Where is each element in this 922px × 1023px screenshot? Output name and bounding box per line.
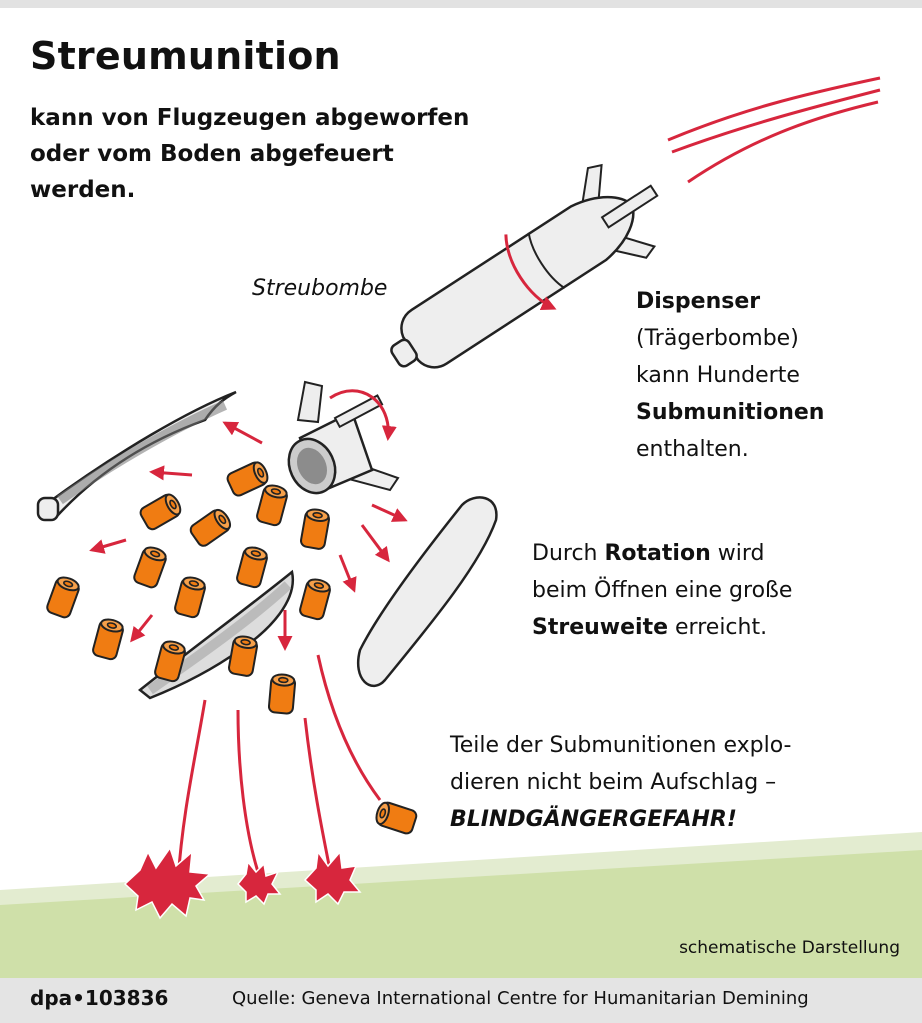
submunition	[44, 573, 83, 621]
blindgaenger-line-2: dieren nicht beim Aufschlag –	[450, 770, 777, 795]
dispenser-line-2: (Trägerbombe)	[636, 326, 799, 351]
submunition	[172, 574, 208, 620]
submunition	[267, 672, 297, 715]
submunition	[131, 543, 170, 591]
subtitle: kann von Flugzeugen abgeworfen oder vom …	[30, 100, 530, 208]
dispersal-arrow	[371, 503, 408, 522]
rotation-keyword: Rotation	[604, 541, 711, 566]
dispenser-line-3: kann Hunderte	[636, 363, 800, 388]
subtitle-line-1: kann von Flugzeugen abgeworfen	[30, 105, 470, 131]
explosion	[236, 860, 282, 906]
blindgaenger-line-1: Teile der Submunitionen explo-	[450, 733, 792, 758]
rotation-line-1: Durch Rotation wird	[532, 535, 792, 572]
explosion	[123, 846, 212, 920]
streuweite-keyword: Streuweite	[532, 615, 669, 640]
motion-trail	[671, 88, 881, 154]
blindgaenger-text: Teile der Submunitionen explo- dieren ni…	[450, 727, 792, 838]
rotation-text: Durch Rotation wird beim Öffnen eine gro…	[532, 535, 792, 646]
submunition	[297, 576, 333, 622]
dud-submunition	[372, 799, 419, 836]
subtitle-line-2: oder vom Boden abgefeuert	[30, 141, 394, 167]
streubombe-label: Streubombe	[252, 276, 388, 301]
dispenser-bomb	[390, 163, 659, 369]
submunition	[234, 544, 270, 590]
dispenser-line-5: enthalten.	[636, 437, 749, 462]
rotation-line-2: beim Öffnen eine große	[532, 578, 793, 603]
dpa-id: dpa•103836	[30, 986, 169, 1010]
fall-trajectory	[236, 709, 260, 873]
rotation-line-3: Streuweite erreicht.	[532, 609, 792, 646]
dispenser-line-1: Dispenser	[636, 289, 761, 314]
submunition	[187, 505, 235, 550]
dispersal-arrow	[149, 465, 193, 481]
rotation-line-1-post: wird	[710, 541, 765, 566]
opened-dispenser-tail	[287, 380, 400, 495]
footer-bar	[0, 978, 922, 1023]
casing-half-right	[357, 496, 498, 687]
rotation-line-3-post: erreicht.	[668, 615, 768, 640]
subtitle-line-3: werden.	[30, 177, 136, 203]
top-bar	[0, 0, 922, 8]
dispersal-arrow	[222, 421, 263, 445]
dispenser-line-4: Submunitionen	[636, 400, 825, 425]
dispenser-text: Dispenser (Trägerbombe) kann Hunderte Su…	[636, 283, 824, 468]
submunition	[90, 616, 126, 662]
motion-trail	[667, 76, 881, 142]
ground	[0, 850, 922, 978]
blindgaenger-warning: BLINDGÄNGERGEFAHR!	[450, 807, 737, 832]
dispersal-arrow	[130, 614, 154, 643]
schematic-note: schematische Darstellung	[679, 938, 900, 958]
submunition	[254, 482, 290, 528]
fall-trajectory	[176, 699, 207, 881]
rotation-line-1-pre: Durch	[532, 541, 605, 566]
fall-trajectory	[316, 654, 382, 801]
casing-half-left	[36, 390, 237, 522]
page-title: Streumunition	[30, 34, 341, 78]
dispersal-arrow	[89, 538, 127, 554]
source-credit: Quelle: Geneva International Centre for …	[232, 988, 809, 1009]
explosion	[303, 850, 362, 906]
submunition	[137, 490, 185, 533]
fall-trajectory	[303, 717, 332, 871]
motion-trail	[687, 100, 879, 184]
submunition	[299, 506, 332, 551]
dispersal-arrow	[360, 524, 390, 563]
dispersal-arrow	[338, 554, 357, 593]
